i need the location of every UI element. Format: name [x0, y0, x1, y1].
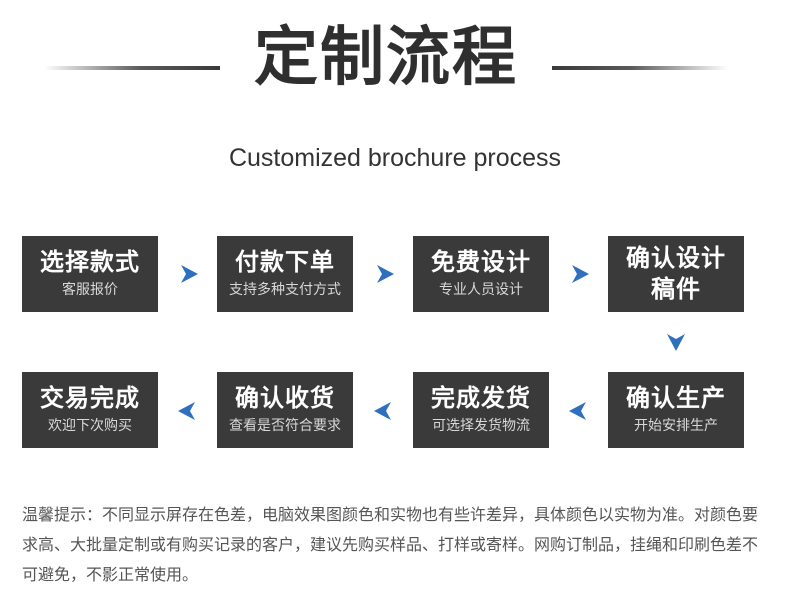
- arrow-left-icon: [176, 400, 198, 422]
- step-confirm-receipt: 确认收货 查看是否符合要求: [217, 372, 353, 448]
- step-confirm-design: 确认设计稿件: [608, 236, 744, 312]
- step-desc: 客服报价: [62, 282, 118, 298]
- step-name: 确认收货: [235, 384, 335, 412]
- step-name: 付款下单: [235, 248, 335, 276]
- arrow-right-icon: [374, 263, 396, 285]
- step-desc: 欢迎下次购买: [48, 418, 132, 434]
- arrow-right-icon: [569, 263, 591, 285]
- step-confirm-production: 确认生产 开始安排生产: [608, 372, 744, 448]
- step-desc: 可选择发货物流: [432, 418, 530, 434]
- step-desc: 支持多种支付方式: [229, 282, 341, 298]
- title-left-rule: [44, 66, 220, 70]
- step-free-design: 免费设计 专业人员设计: [413, 236, 549, 312]
- step-name: 免费设计: [431, 248, 531, 276]
- step-complete-shipping: 完成发货 可选择发货物流: [413, 372, 549, 448]
- page-title: 定制流程: [254, 21, 518, 95]
- page-subtitle: Customized brochure process: [228, 144, 562, 172]
- step-name: 完成发货: [431, 384, 531, 412]
- step-name: 选择款式: [40, 248, 140, 276]
- arrow-down-icon: [665, 331, 687, 353]
- notice-text: 温馨提示：不同显示屏存在色差，电脑效果图颜色和实物也有些许差异，具体颜色以实物为…: [22, 505, 759, 584]
- step-transaction-complete: 交易完成 欢迎下次购买: [22, 372, 158, 448]
- step-select-style: 选择款式 客服报价: [22, 236, 158, 312]
- title-right-rule: [552, 66, 728, 70]
- step-name: 交易完成: [40, 384, 140, 412]
- step-desc: 查看是否符合要求: [229, 418, 341, 434]
- step-name: 确认生产: [626, 384, 726, 412]
- step-desc: 开始安排生产: [634, 418, 718, 434]
- step-name: 确认设计稿件: [626, 244, 726, 303]
- arrow-left-icon: [372, 400, 394, 422]
- arrow-left-icon: [567, 400, 589, 422]
- step-pay-order: 付款下单 支持多种支付方式: [217, 236, 353, 312]
- step-desc: 专业人员设计: [439, 282, 523, 298]
- arrow-right-icon: [178, 263, 200, 285]
